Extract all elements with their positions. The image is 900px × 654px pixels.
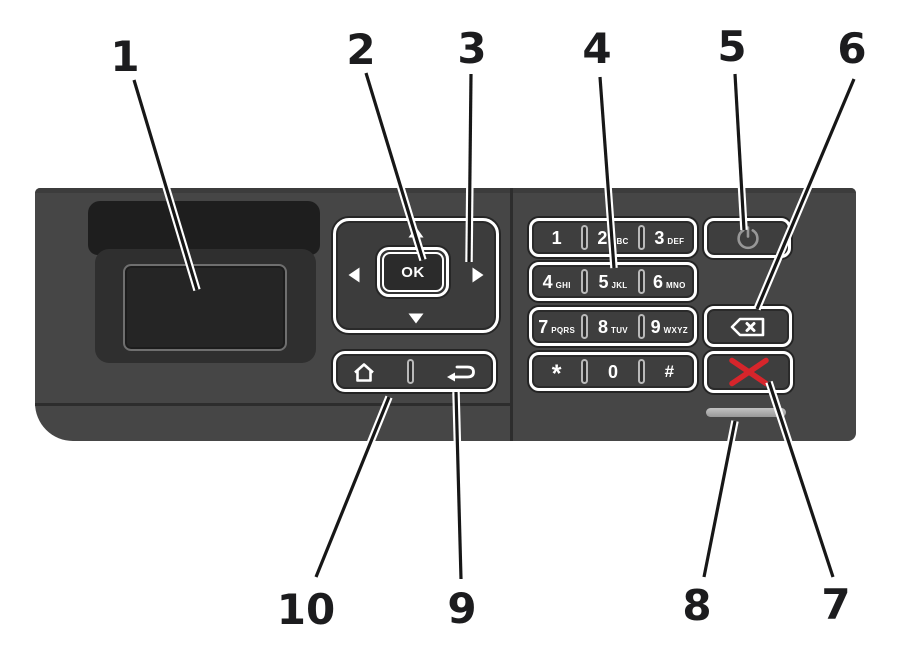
- key-digit: 3: [654, 227, 665, 248]
- key-letters: GHI: [555, 280, 571, 290]
- power-button[interactable]: [704, 218, 791, 258]
- arrow-up-icon[interactable]: [408, 227, 424, 238]
- stop-x-icon: [728, 357, 769, 387]
- panel-seam: [35, 403, 512, 406]
- panel-top-edge: [35, 188, 856, 193]
- power-icon: [736, 226, 759, 250]
- key-5[interactable]: 5 JKL: [588, 273, 637, 291]
- callout-number-10: 10: [276, 585, 336, 634]
- callout-number-9: 9: [447, 584, 477, 633]
- key-digit: 5: [598, 271, 609, 292]
- key-divider: [637, 359, 645, 384]
- ok-button-label: OK: [382, 252, 444, 292]
- key-digit: 4: [542, 271, 553, 292]
- callout-number-2: 2: [346, 25, 376, 74]
- key-7[interactable]: 7 PQRS: [532, 318, 581, 336]
- key-divider: [581, 269, 589, 294]
- ok-button[interactable]: OK: [377, 247, 449, 297]
- callout-number-3: 3: [457, 24, 487, 73]
- key-8[interactable]: 8 TUV: [588, 318, 637, 336]
- arrow-down-icon[interactable]: [408, 313, 424, 324]
- key-divider: [581, 314, 589, 339]
- key-6[interactable]: 6 MNO: [645, 273, 694, 291]
- key-letters: JKL: [611, 280, 628, 290]
- key-hash[interactable]: #: [645, 363, 694, 380]
- key-digit: 1: [551, 227, 562, 248]
- key-divider: [581, 359, 589, 384]
- callout-number-1: 1: [110, 32, 140, 81]
- key-digit: *: [551, 360, 562, 388]
- key-letters: PQRS: [551, 325, 576, 335]
- key-digit: 9: [650, 316, 661, 337]
- key-letters: ABC: [610, 236, 629, 246]
- key-digit: #: [664, 362, 675, 381]
- callout-number-4: 4: [582, 24, 612, 73]
- button-divider: [407, 359, 414, 384]
- key-4[interactable]: 4 GHI: [532, 273, 581, 291]
- key-star[interactable]: *: [532, 359, 581, 388]
- keypad-row-2: 4 GHI 5 JKL 6 MNO: [529, 262, 697, 301]
- key-divider: [581, 225, 589, 250]
- back-icon[interactable]: [444, 361, 478, 383]
- callout-line-8: [700, 420, 739, 578]
- key-digit: 7: [538, 316, 549, 337]
- control-panel: OK 1 2 ABC: [35, 188, 856, 441]
- callout-number-6: 6: [837, 24, 867, 73]
- home-icon[interactable]: [351, 360, 377, 384]
- key-letters: DEF: [667, 236, 685, 246]
- key-digit: 8: [598, 316, 609, 337]
- display-screen[interactable]: [123, 264, 287, 351]
- stop-cancel-button[interactable]: [704, 351, 793, 393]
- backspace-button[interactable]: [704, 306, 792, 347]
- backspace-icon: [730, 317, 765, 336]
- key-letters: TUV: [611, 325, 628, 335]
- arrow-left-icon[interactable]: [348, 267, 360, 283]
- key-divider: [637, 225, 645, 250]
- home-back-bar: [333, 351, 496, 392]
- key-0[interactable]: 0: [588, 363, 637, 381]
- key-9[interactable]: 9 WXYZ: [645, 318, 694, 336]
- key-letters: WXYZ: [663, 325, 688, 335]
- key-2[interactable]: 2 ABC: [588, 229, 637, 247]
- navigation-pad: OK: [333, 218, 499, 333]
- indicator-light: [706, 408, 786, 417]
- keypad-row-4: * 0 #: [529, 352, 697, 391]
- callout-number-5: 5: [717, 22, 747, 71]
- callout-number-8: 8: [682, 581, 712, 630]
- keypad-row-1: 1 2 ABC 3 DEF: [529, 218, 697, 257]
- key-digit: 6: [653, 271, 664, 292]
- key-digit: 2: [597, 227, 608, 248]
- key-divider: [637, 314, 645, 339]
- key-3[interactable]: 3 DEF: [645, 229, 694, 247]
- key-1[interactable]: 1: [532, 229, 581, 247]
- panel-section-divider: [510, 188, 513, 441]
- keypad-row-3: 7 PQRS 8 TUV 9 WXYZ: [529, 307, 697, 346]
- key-divider: [637, 269, 645, 294]
- arrow-right-icon[interactable]: [472, 267, 484, 283]
- key-letters: MNO: [666, 280, 686, 290]
- key-digit: 0: [607, 361, 618, 382]
- callout-number-7: 7: [821, 580, 851, 629]
- display-recess: [88, 201, 320, 255]
